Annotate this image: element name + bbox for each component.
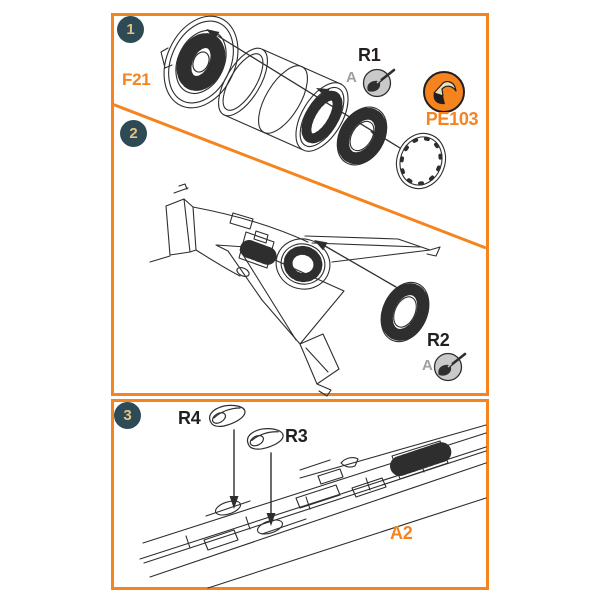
resin-part-label-r2: R2 xyxy=(427,330,450,350)
placement-arrows-step3 xyxy=(229,429,276,526)
r2-nozzle-ring-drawing xyxy=(380,281,430,343)
step-3-number: 3 xyxy=(123,407,132,424)
product-code-label: PE103 xyxy=(425,109,479,129)
step2-diagram xyxy=(149,183,441,397)
fuselage-underside-drawing xyxy=(139,424,487,589)
photoetch-logo-icon xyxy=(423,71,465,113)
assembly-arrows-step1 xyxy=(203,25,401,149)
plate-tab-detail xyxy=(160,47,173,69)
paint-code-step2: A xyxy=(422,357,433,374)
step-3-badge: 3 xyxy=(114,402,141,429)
r3-scoop-drawing xyxy=(246,426,285,452)
rear-fuselage-drawing xyxy=(149,183,441,397)
assembly-arrow-step2 xyxy=(311,236,397,288)
kit-part-label-a2: A2 xyxy=(390,523,413,543)
paintbrush-icon xyxy=(362,68,396,98)
resin-part-label-r1: R1 xyxy=(358,45,381,65)
step-2-number: 2 xyxy=(129,125,138,142)
nozzle-ring-drawing xyxy=(336,106,388,166)
paint-code-step1: A xyxy=(346,69,357,86)
paintbrush-icon xyxy=(433,352,467,382)
resin-part-label-r3: R3 xyxy=(285,426,308,446)
step-divider-line xyxy=(111,102,487,250)
jet-pipe-drawing xyxy=(218,47,349,152)
step-2-badge: 2 xyxy=(120,120,147,147)
step3-diagram xyxy=(139,404,487,589)
panel-step-3 xyxy=(111,399,489,590)
step-1-badge: 1 xyxy=(117,16,144,43)
step1-exploded-diagram xyxy=(160,15,447,190)
photoetch-ring-drawing xyxy=(395,132,447,190)
r4-scoop-drawing xyxy=(209,404,246,427)
kit-part-label-f21: F21 xyxy=(122,70,151,89)
resin-part-label-r4: R4 xyxy=(178,408,201,428)
panel-steps-1-2 xyxy=(111,13,489,396)
step-1-number: 1 xyxy=(126,21,135,38)
